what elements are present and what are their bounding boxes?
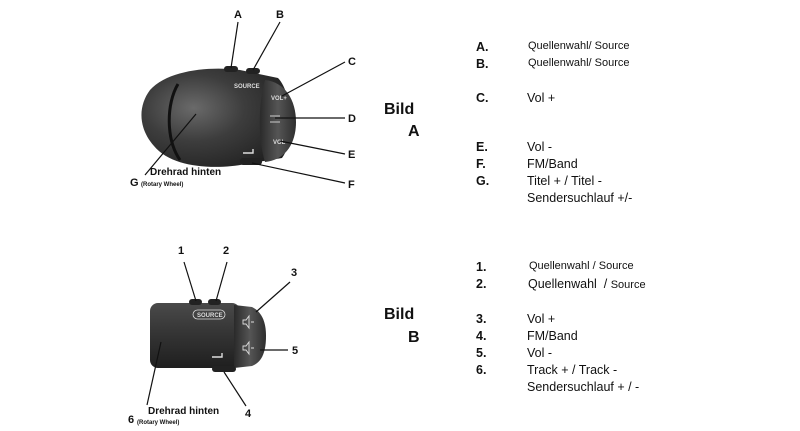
legend-key: 3. [476,312,487,326]
legend-sub: Source [594,40,630,52]
controller-a-face [259,80,296,162]
legend-sep: / [603,277,608,291]
vol-minus-print-a: VOL [273,140,286,146]
callout-g: G [130,177,139,189]
band-arrow-icon-a [243,149,254,154]
legend-key: F. [476,157,486,171]
legend-text: Vol + [527,312,556,326]
controller-b-face [234,305,266,368]
track-icon-a [270,115,280,123]
heading-bild-a-word: Bild [384,101,415,118]
button-b-top [246,68,260,74]
callout-4: 4 [245,408,252,420]
speaker-plus-icon-b [242,314,254,330]
source-print-a: SOURCE [234,84,260,90]
legend-b: 1. Quellenwahl / Source 2. Quellenwahl /… [476,250,786,400]
legend-text: Vol - [527,346,553,360]
source-badge-b [192,309,226,320]
legend-text: Quellenwahl / Source [529,260,634,272]
button-4-bottom [212,366,236,372]
callout-2: 2 [223,245,229,257]
legend-key: A. [476,40,489,54]
wheel-label-a: Drehrad hinten [150,167,221,178]
legend-key: 1. [476,260,487,274]
controller-a: SOURCE VOL+ VOL [141,66,296,167]
legend-key: B. [476,57,489,71]
legend-main: Quellenwahl [529,260,590,272]
wheel-sub-a: (Rotary Wheel) [141,182,183,188]
callout-f: F [348,179,355,191]
callout-a: A [234,9,242,21]
legend-key: 4. [476,329,487,343]
wheel-sub-b: (Rotary Wheel) [137,420,179,426]
legend-sep: / [592,260,596,272]
vol-plus-print-a: VOL+ [271,96,287,102]
callout-b: B [276,9,284,21]
speaker-minus-icon-b [242,340,254,356]
callout-1: 1 [178,245,184,257]
rotary-wheel-a [167,83,182,161]
legend-sep: / [588,40,592,52]
legend-text: Vol + [527,91,556,105]
legend-text: Quellenwahl / Source [528,277,646,291]
legend-key: E. [476,140,488,154]
heading-bild-b-letter: B [408,329,420,346]
callout-3: 3 [291,267,297,279]
legend-text: Titel + / Titel - [527,174,602,188]
heading-bild-b-word: Bild [384,306,415,323]
controller-a-body [141,68,291,167]
legend-sub: Source [594,57,630,69]
legend-key: 6. [476,363,487,377]
legend-key: 5. [476,346,487,360]
legend-key: G. [476,174,490,188]
callout-c: C [348,56,356,68]
button-1-top [189,299,202,305]
callout-e: E [348,149,355,161]
legend-text: Sendersuchlauf + / - [527,380,640,394]
legend-key: 2. [476,277,487,291]
heading-bild-a-letter: A [408,123,420,140]
legend-text: FM/Band [527,329,578,343]
legend-key: C. [476,91,489,105]
button-f-bottom [240,158,262,165]
controller-b: SOURCE [150,299,266,372]
legend-text: Track + / Track - [527,363,618,377]
legend-a: A. Quellenwahl/ Source B. Quellenwahl/ S… [476,0,786,215]
legend-main: Quellenwahl/ [528,57,592,69]
callout-5: 5 [292,345,298,357]
legend-text: Quellenwahl/ Source [528,40,630,52]
button-2-top [208,299,221,305]
source-print-b: SOURCE [197,313,223,319]
band-arrow-icon-b [212,353,223,358]
leaders-b [146,261,291,407]
legend-text: FM/Band [527,157,578,171]
callout-d: D [348,113,356,125]
leaders-a [144,21,346,184]
legend-main: Quellenwahl [528,40,589,52]
legend-text: Vol - [527,140,553,154]
legend-main: Quellenwahl [528,277,597,291]
legend-text: Sendersuchlauf +/- [527,191,633,205]
legend-text: Quellenwahl/ Source [528,57,630,69]
controller-b-body [150,303,240,368]
legend-sub: Source [598,260,634,272]
legend-sub: Source [610,279,646,291]
button-a-top [224,66,238,72]
callout-6: 6 [128,414,134,426]
wheel-label-b: Drehrad hinten [148,406,219,417]
